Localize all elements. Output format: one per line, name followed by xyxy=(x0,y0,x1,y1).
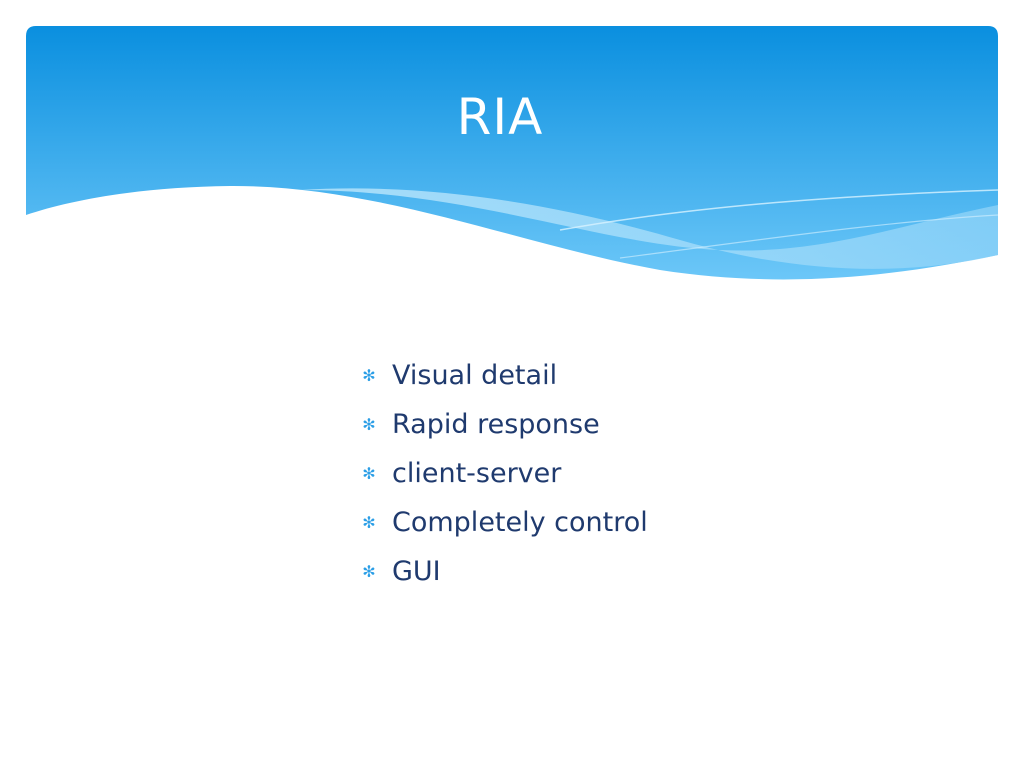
list-item: ✻ Rapid response xyxy=(360,400,648,449)
header-wave-band xyxy=(300,188,998,269)
header-wave-line xyxy=(559,189,999,231)
bullet-list: ✻ Visual detail ✻ Rapid response ✻ clien… xyxy=(360,351,648,596)
header-wave-line-2 xyxy=(619,214,999,259)
bullet-text: Rapid response xyxy=(392,409,600,440)
asterisk-icon: ✻ xyxy=(362,463,376,483)
header-banner-shape xyxy=(26,26,998,280)
asterisk-icon: ✻ xyxy=(362,512,376,532)
list-item: ✻ Completely control xyxy=(360,498,648,547)
asterisk-icon: ✻ xyxy=(362,365,376,385)
asterisk-icon: ✻ xyxy=(362,414,376,434)
slide-title: RIA xyxy=(456,88,544,146)
list-item: ✻ client-server xyxy=(360,449,648,498)
bullet-text: Visual detail xyxy=(392,360,558,391)
list-item: ✻ GUI xyxy=(360,547,648,596)
bullet-text: Completely control xyxy=(392,507,648,538)
header-wave-banner xyxy=(26,26,999,280)
bullet-text: GUI xyxy=(392,556,441,587)
list-item: ✻ Visual detail xyxy=(360,351,648,400)
bullet-text: client-server xyxy=(392,458,562,489)
asterisk-icon: ✻ xyxy=(362,561,376,581)
